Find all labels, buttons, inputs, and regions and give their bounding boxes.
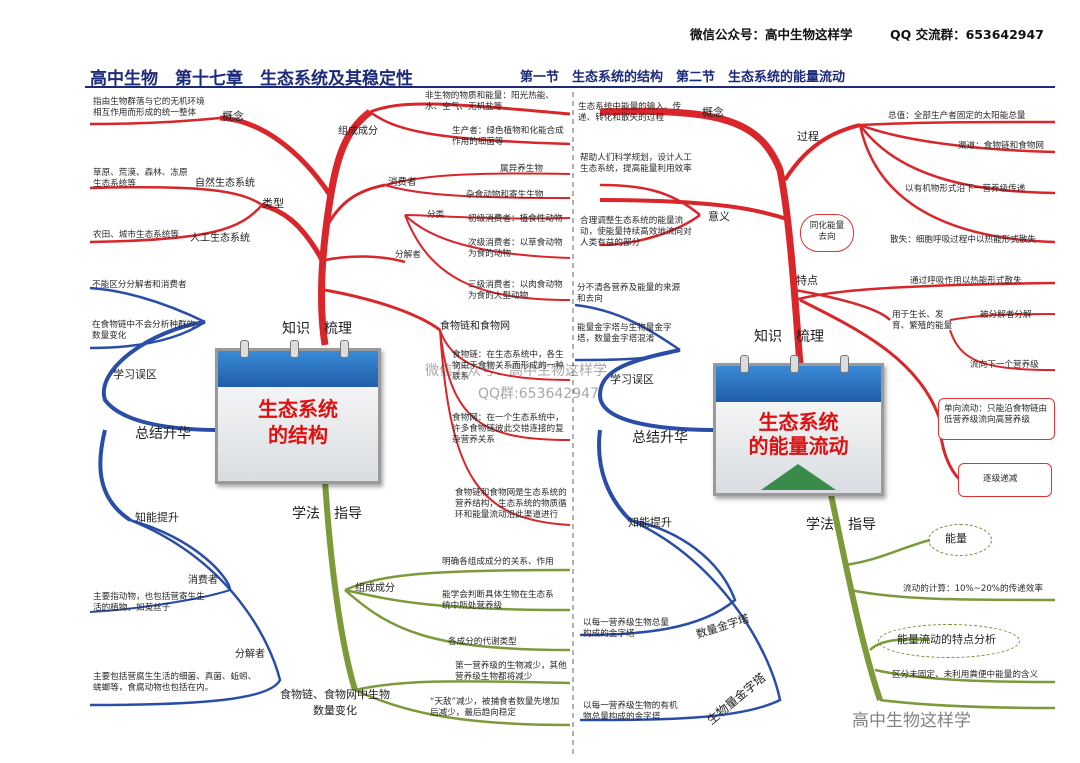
right-mistake-2-text: 能量金字塔与生物量金字塔，数量金字塔混淆	[577, 323, 672, 345]
mistake-1-text: 不能区分分解者和消费者	[92, 280, 187, 290]
type-label: 类型	[262, 197, 284, 210]
title-rule	[85, 86, 1055, 88]
watermark-center: 微信公众号：高中生物这样学	[425, 363, 607, 379]
natural-ecosystem-label: 自然生态系统	[195, 178, 255, 189]
classify-label: 分类	[427, 210, 445, 220]
left-concept-text: 指由生物群落与它的无机环境相互作用而形成的统一整体	[93, 97, 205, 119]
efficiency-text: 流动的计算：10%~20%的传递效率	[903, 584, 1043, 594]
energy-label: 能量	[945, 532, 967, 545]
pyramid-icon	[761, 464, 836, 490]
decomposer2-label: 分解者	[235, 649, 265, 660]
card-ecosystem-structure: 生态系统 的结构	[215, 348, 381, 484]
producer-text: 生产者：绿色植物和化能合成作用的细菌等	[452, 126, 564, 148]
card-title-line2: 的结构	[268, 423, 328, 447]
right-concept-text: 生态系统中能量的输入、传递、转化和散失的过程	[578, 102, 682, 124]
right-summary-label: 总结升华	[632, 430, 688, 446]
assim-box: 同化能量去向	[800, 214, 854, 252]
left-mistakes-label: 学习误区	[113, 368, 157, 381]
card-title-line1: 生态系统	[258, 397, 338, 421]
method-4-text: 第一营养级的生物减少，其他营养级生物都将减少	[455, 661, 567, 683]
card-title-line1: 生态系统	[758, 410, 839, 434]
secondary-consumer-text: 次级消费者：以草食动物为食的动物	[468, 238, 563, 260]
consumer2-text: 主要指动物，也包括营寄生生活的植物，如菟丝子	[93, 592, 205, 614]
oneway-box: 单向流动：只能沿食物链由低营养级流向高营养级	[938, 398, 1055, 440]
method-1-text: 明确各组成成分的关系、作用	[442, 557, 554, 567]
foodweb-text: 食物网：在一个生态系统中，许多食物链彼此交错连接的复杂营养关系	[452, 413, 564, 446]
right-ability-label: 知能提升	[628, 516, 672, 529]
composition-label: 组成成分	[338, 126, 378, 137]
foodchain-text: 食物链：在生态系统中，各生物由于食物关系而形成的一种联系	[452, 350, 564, 383]
decomposer-label: 分解者	[395, 250, 421, 260]
parasitic-text: 属异养生物	[500, 164, 543, 174]
method-2-text: 能学会判断具体生物在生态系统中所处营养级	[442, 590, 554, 612]
qq-group: QQ 交流群：653642947	[890, 27, 1044, 42]
loss-text: 散失：细胞呼吸过程中以热能形式散失	[890, 235, 1037, 245]
left-ability-label: 知能提升	[135, 511, 179, 524]
process-label: 过程	[797, 130, 819, 143]
artificial-ecosystem-label: 人工生态系统	[190, 233, 250, 244]
assim-text: 同化能量去向	[809, 221, 845, 243]
unused-text: 区分未固定、未利用粪便中能量的含义	[892, 670, 1039, 680]
mistake-2-text: 在食物链中不会分析种群的数量变化	[92, 320, 196, 342]
channel-text: 渠道：食物链和食物网	[958, 141, 1044, 151]
binder-ring-icon	[290, 340, 299, 358]
energy-oval	[928, 524, 992, 556]
primary-consumer-text: 初级消费者：植食性动物	[468, 214, 563, 224]
right-concept-label: 概念	[702, 106, 724, 119]
wechat-account: 微信公众号：高中生物这样学	[690, 27, 853, 42]
tertiary-consumer-text: 三级消费者：以肉食动物为食的大型动物	[468, 280, 563, 302]
left-concept-label: 概念	[222, 110, 244, 123]
right-knowledge-label: 知识 梳理	[754, 329, 824, 345]
natural-ecosystem-text: 草原、荒漠、森林、冻原生态系统等	[93, 168, 188, 190]
consumer-label: 消费者	[388, 177, 417, 188]
right-mistake-1-text: 分不清各营养及能量的来源和去向	[577, 283, 681, 305]
analysis-oval	[878, 624, 1020, 658]
number-pyramid-text: 以每一营养级生物总量构成的金字塔	[583, 618, 669, 640]
binder-ring-icon	[740, 355, 749, 373]
form-text: 以有机物形式沿下一营养级传递	[905, 184, 1026, 194]
total-text: 总值：全部生产者固定的太阳能总量	[888, 111, 1026, 121]
meaning-1-text: 帮助人们科学规划，设计人工生态系统，提高能量利用效率	[580, 153, 692, 175]
binder-ring-icon	[240, 340, 249, 358]
decomposer2-text: 主要包括营腐生生活的细菌、真菌、蚯蚓、蜣螂等，食腐动物也包括在内。	[93, 672, 257, 694]
card-energy-flow: 生态系统 的能量流动	[713, 363, 884, 496]
feature-label: 特点	[796, 274, 818, 287]
foodweb-title: 食物链和食物网	[440, 321, 510, 332]
analysis-label: 能量流动的特点分析	[897, 633, 996, 646]
omnivore-text: 杂食动物和寄生生物	[466, 190, 544, 200]
foodchain-change-label: 食物链、食物网中生物数量变化	[280, 688, 390, 717]
right-method-label: 学法 指导	[806, 517, 876, 533]
watermark-corner: 高中生物这样学	[852, 711, 971, 731]
abiotic-text: 非生物的物质和能量：阳光热能、水、空气、无机盐等	[425, 91, 554, 113]
left-summary-label: 总结升华	[135, 426, 191, 442]
comp2-label: 组成成分	[355, 583, 395, 594]
page-subtitle: 第一节 生态系统的结构 第二节 生态系统的能量流动	[520, 70, 846, 85]
watermark-qq: QQ群:653642947	[478, 386, 599, 402]
right-mistakes-label: 学习误区	[610, 373, 654, 386]
card-title-line2: 的能量流动	[748, 434, 849, 458]
binder-ring-icon	[340, 340, 349, 358]
biomass-pyramid-text: 以每一营养级生物的有机物总量构成的金字塔	[583, 701, 678, 723]
oneway-text: 单向流动：只能沿食物链由低营养级流向高营养级	[944, 404, 1048, 426]
page-title: 高中生物 第十七章 生态系统及其稳定性	[90, 69, 413, 89]
to-next-level-text: 流向下一个营养级	[970, 360, 1039, 370]
consumer2-label: 消费者	[188, 575, 218, 586]
foodweb-role-text: 食物链和食物网是生态系统的营养结构，生态系统的物质循环和能量流动沿此渠道进行	[455, 488, 567, 521]
meaning-label: 意义	[708, 210, 730, 223]
binder-ring-icon	[790, 355, 799, 373]
method-5-text: “天敌”减少，被捕食者数量先增加后减少，最后趋向稳定	[430, 697, 560, 719]
left-method-label: 学法 指导	[292, 506, 362, 522]
to-decomposer-text: 被分解者分解	[980, 310, 1032, 320]
binder-ring-icon	[840, 355, 849, 373]
artificial-ecosystem-text: 农田、城市生态系统等	[93, 230, 179, 240]
left-knowledge-label: 知识 梳理	[282, 321, 352, 337]
respiration-text: 通过呼吸作用以热能形式散失	[910, 276, 1022, 286]
method-3-text: 各成分的代谢类型	[448, 637, 517, 647]
decrease-box: 逐级递减	[958, 463, 1052, 497]
meaning-2-text: 合理调整生态系统的能量流动，使能量持续高效地流向对人类有益的部分	[580, 216, 692, 249]
growth-text: 用于生长、发育、繁殖的能量	[892, 310, 953, 332]
decrease-text: 逐级递减	[983, 474, 1018, 484]
